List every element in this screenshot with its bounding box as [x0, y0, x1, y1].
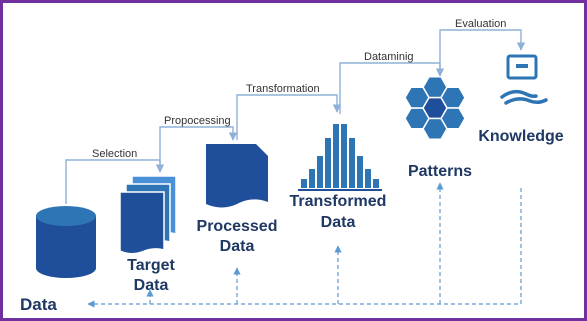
- patterns-label: Patterns: [408, 163, 472, 180]
- preprocessing-connector: [159, 126, 238, 172]
- knowledge-icon: [500, 54, 548, 105]
- evaluation-connector: [439, 29, 526, 76]
- hexagon-cluster-icon: [404, 76, 466, 140]
- transformed-data-label-line2: Data: [321, 214, 356, 231]
- processed-data-label-line2: Data: [220, 238, 255, 255]
- evaluation-label: Evaluation: [455, 18, 506, 30]
- data-label: Data: [20, 295, 57, 314]
- stacked-pages-icon: [119, 175, 177, 255]
- target-data-label-line2: Data: [134, 277, 169, 294]
- document-icon: [206, 144, 268, 208]
- preprocessing-label: Propocessing: [164, 115, 231, 127]
- selection-label: Selection: [92, 148, 137, 160]
- transformation-label: Transformation: [246, 83, 320, 95]
- histogram-icon: [298, 124, 382, 191]
- knowledge-label: Knowledge: [478, 128, 563, 145]
- transformation-connector: [236, 94, 342, 140]
- datamining-label: Dataminig: [364, 51, 414, 63]
- feedback-baseline: [87, 188, 522, 308]
- database-icon: [36, 206, 96, 278]
- processed-data-label-line1: Processed: [197, 218, 278, 235]
- target-data-label-line1: Target: [127, 257, 175, 274]
- transformed-data-label-line1: Transformed: [290, 193, 387, 210]
